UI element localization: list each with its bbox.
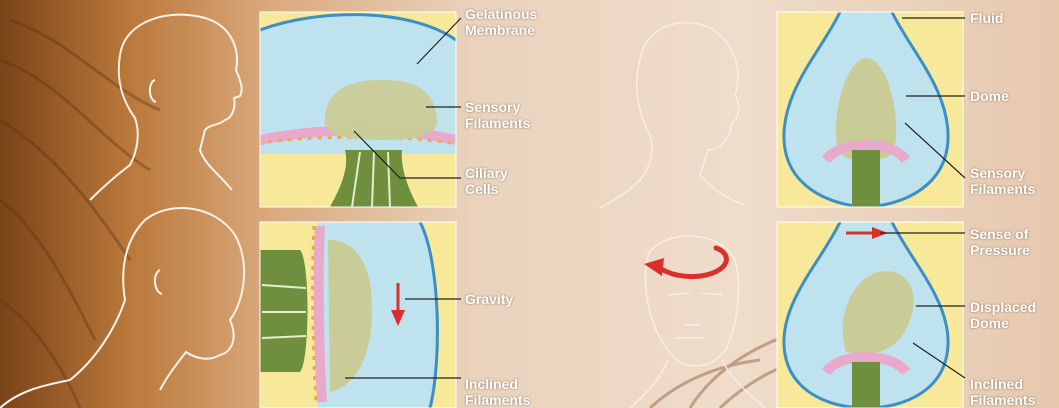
label-line: Inclined: [970, 376, 1035, 392]
label-line: Sense of: [970, 226, 1030, 242]
label-fluid: Fluid: [970, 10, 1003, 26]
label-line: Cells: [465, 181, 508, 197]
label-line: Inclined: [465, 376, 530, 392]
label-line: Filaments: [465, 115, 530, 131]
label-ciliary-cells: Ciliary Cells: [465, 165, 508, 197]
label-line: Dome: [970, 315, 1036, 331]
panel-tilted-macula: [260, 222, 456, 408]
label-gelatinous-membrane: Gelatinous Membrane: [465, 6, 537, 38]
label-line: Sensory: [465, 99, 530, 115]
label-line: Dome: [970, 88, 1009, 104]
label-line: Gelatinous: [465, 6, 537, 22]
label-line: Membrane: [465, 22, 537, 38]
label-line: Displaced: [970, 299, 1036, 315]
panel-ampulla-rest: [777, 12, 963, 207]
label-gravity: Gravity: [465, 291, 513, 307]
label-line: Gravity: [465, 291, 513, 307]
label-sensory-filaments-left: Sensory Filaments: [465, 99, 530, 131]
label-dome: Dome: [970, 88, 1009, 104]
label-line: Filaments: [970, 392, 1035, 408]
label-sensory-filaments-right: Sensory Filaments: [970, 165, 1035, 197]
label-line: Pressure: [970, 242, 1030, 258]
label-line: Sensory: [970, 165, 1035, 181]
label-inclined-filaments-left: Inclined Filaments: [465, 376, 530, 408]
label-line: Ciliary: [465, 165, 508, 181]
label-inclined-filaments-right: Inclined Filaments: [970, 376, 1035, 408]
label-line: Fluid: [970, 10, 1003, 26]
label-line: Filaments: [970, 181, 1035, 197]
label-displaced-dome: Displaced Dome: [970, 299, 1036, 331]
label-line: Filaments: [465, 392, 530, 408]
panel-ampulla-displaced: [777, 222, 963, 408]
label-sense-of-pressure: Sense of Pressure: [970, 226, 1030, 258]
